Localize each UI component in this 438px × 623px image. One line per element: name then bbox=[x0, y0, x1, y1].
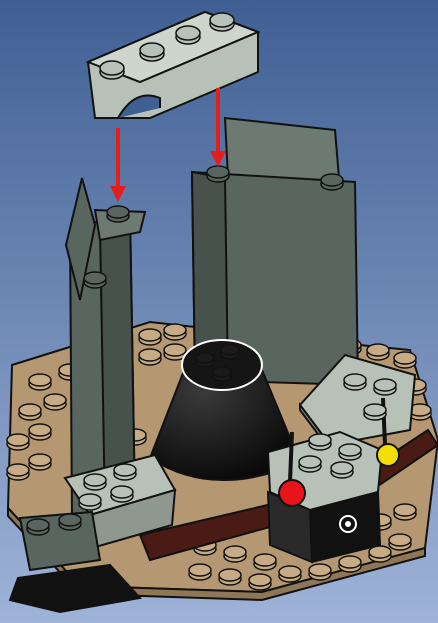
stud bbox=[196, 353, 214, 367]
stud bbox=[224, 546, 246, 562]
stud bbox=[249, 574, 271, 590]
stud bbox=[139, 329, 161, 345]
stud bbox=[364, 404, 386, 420]
stud bbox=[309, 564, 331, 580]
stud bbox=[339, 444, 361, 460]
stud bbox=[374, 379, 396, 395]
stud bbox=[207, 166, 229, 182]
stud bbox=[114, 464, 136, 480]
stud bbox=[219, 569, 241, 585]
stud bbox=[394, 352, 416, 368]
stud bbox=[20, 579, 40, 595]
stud bbox=[44, 394, 66, 410]
stud bbox=[210, 13, 234, 31]
stud bbox=[389, 534, 411, 550]
stud bbox=[52, 576, 72, 592]
stud bbox=[7, 464, 29, 480]
stud bbox=[85, 572, 105, 588]
stud bbox=[7, 434, 29, 450]
stud bbox=[339, 556, 361, 572]
stud bbox=[27, 519, 49, 535]
stud bbox=[84, 272, 106, 288]
stud bbox=[344, 374, 366, 390]
stud bbox=[79, 494, 101, 510]
stud bbox=[189, 564, 211, 580]
stud bbox=[369, 546, 391, 562]
stud bbox=[29, 424, 51, 440]
stud bbox=[29, 374, 51, 390]
stud bbox=[84, 474, 106, 490]
stud bbox=[321, 174, 343, 190]
stud bbox=[331, 462, 353, 478]
stud bbox=[59, 514, 81, 530]
stud bbox=[100, 61, 124, 79]
stud bbox=[139, 349, 161, 365]
stud bbox=[279, 566, 301, 582]
stud bbox=[254, 554, 276, 570]
stud bbox=[140, 43, 164, 61]
stud bbox=[221, 345, 239, 359]
stud bbox=[367, 344, 389, 360]
stud bbox=[309, 434, 331, 450]
stud bbox=[176, 26, 200, 44]
stud bbox=[213, 367, 231, 381]
stud bbox=[29, 454, 51, 470]
stud bbox=[394, 504, 416, 520]
stud bbox=[111, 486, 133, 502]
stud bbox=[107, 206, 129, 222]
stud bbox=[19, 404, 41, 420]
stud bbox=[164, 324, 186, 340]
stud bbox=[299, 456, 321, 472]
